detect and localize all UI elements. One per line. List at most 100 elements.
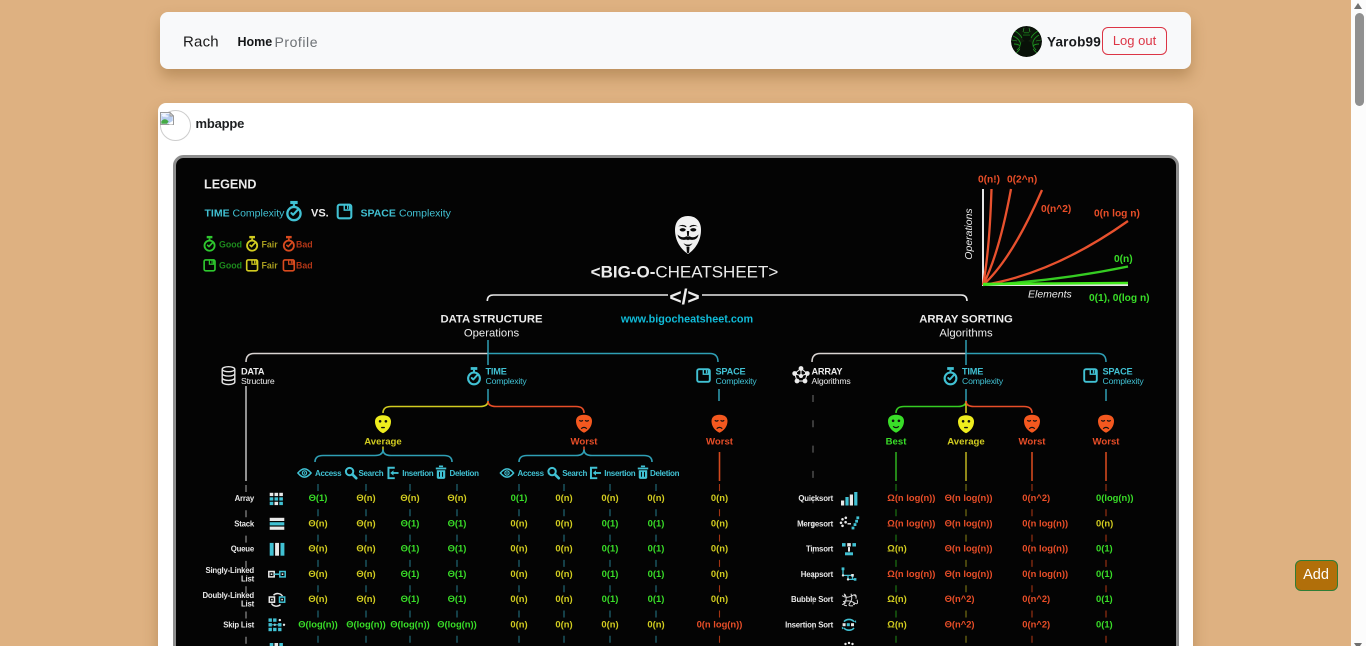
svg-text:Θ(1): Θ(1) [401, 543, 420, 554]
svg-text:Array: Array [235, 494, 255, 503]
svg-text:0(n): 0(n) [711, 568, 728, 579]
svg-text:Stack: Stack [234, 519, 255, 528]
svg-text:0(n): 0(n) [647, 492, 664, 503]
svg-text:0(n^2): 0(n^2) [1022, 619, 1050, 630]
svg-text:0(n log(n)): 0(n log(n)) [697, 619, 743, 630]
svg-text:0(1): 0(1) [602, 517, 619, 528]
svg-text:0(n): 0(n) [647, 619, 664, 630]
svg-text:0(1): 0(1) [602, 543, 619, 554]
svg-text:DATA STRUCTURE: DATA STRUCTURE [440, 314, 543, 326]
svg-text:Θ(n log(n)): Θ(n log(n)) [945, 517, 993, 528]
svg-text:Worst: Worst [706, 437, 734, 448]
svg-text:0(n): 0(n) [555, 619, 572, 630]
svg-text:Θ(log(n)): Θ(log(n)) [437, 619, 477, 630]
svg-text:Quicksort: Quicksort [798, 494, 833, 503]
svg-text:TIME: TIME [962, 367, 983, 377]
svg-text:Complexity: Complexity [486, 376, 528, 386]
svg-text:ARRAY SORTING: ARRAY SORTING [919, 314, 1013, 326]
svg-text:Algorithms: Algorithms [812, 376, 852, 386]
svg-text:Good: Good [219, 261, 242, 271]
svg-text:Complexity: Complexity [233, 208, 286, 220]
svg-text:Θ(n): Θ(n) [447, 492, 466, 503]
svg-text:Complexity: Complexity [962, 376, 1004, 386]
svg-text:SPACE: SPACE [716, 367, 746, 377]
svg-text:Bad: Bad [296, 240, 313, 250]
svg-text:www.bigocheatsheet.com: www.bigocheatsheet.com [620, 314, 753, 326]
svg-text:SPACE: SPACE [361, 208, 396, 220]
svg-text:Θ(n): Θ(n) [356, 568, 375, 579]
svg-text:Average: Average [364, 437, 402, 448]
svg-text:Operations: Operations [464, 328, 520, 340]
svg-text:Insertion: Insertion [604, 469, 635, 478]
svg-text:Worst: Worst [570, 437, 598, 448]
svg-text:List: List [241, 574, 255, 583]
svg-text:Ω(n): Ω(n) [887, 543, 907, 554]
svg-text:SPACE: SPACE [1103, 367, 1133, 377]
svg-text:Ω(n log(n)): Ω(n log(n)) [887, 517, 935, 528]
svg-text:Ω(n): Ω(n) [887, 619, 907, 630]
svg-text:Singly-Linked: Singly-Linked [205, 566, 254, 575]
svg-text:TIME: TIME [205, 208, 230, 220]
svg-text:0(n): 0(n) [601, 619, 618, 630]
svg-text:Insertion: Insertion [402, 469, 433, 478]
svg-text:0(2^n): 0(2^n) [1007, 175, 1037, 186]
svg-text:0(1): 0(1) [1096, 593, 1113, 604]
svg-text:Θ(n): Θ(n) [356, 593, 375, 604]
svg-text:Worst: Worst [1018, 437, 1046, 448]
svg-text:Θ(n log(n)): Θ(n log(n)) [945, 568, 993, 579]
svg-text:Complexity: Complexity [716, 376, 758, 386]
svg-text:0(1), 0(log n): 0(1), 0(log n) [1089, 293, 1150, 304]
svg-text:Θ(n^2): Θ(n^2) [945, 593, 975, 604]
svg-text:0(n log n): 0(n log n) [1094, 209, 1140, 220]
svg-text:Timsort: Timsort [806, 545, 834, 554]
svg-text:Θ(log(n)): Θ(log(n)) [298, 619, 338, 630]
svg-text:0(n): 0(n) [555, 568, 572, 579]
svg-text:Queue: Queue [231, 545, 255, 554]
svg-text:Average: Average [947, 437, 985, 448]
svg-text:List: List [241, 600, 255, 609]
svg-text:0(n): 0(n) [510, 568, 527, 579]
svg-text:Bubble Sort: Bubble Sort [791, 595, 834, 604]
svg-text:0(n log(n)): 0(n log(n)) [1022, 517, 1068, 528]
svg-text:Access: Access [315, 469, 342, 478]
svg-text:Θ(1): Θ(1) [448, 543, 467, 554]
svg-text:Θ(1): Θ(1) [401, 568, 420, 579]
svg-text:Θ(1): Θ(1) [401, 593, 420, 604]
svg-text:DATA: DATA [241, 367, 265, 377]
svg-text:Θ(n): Θ(n) [308, 593, 327, 604]
svg-text:Ω(n log(n)): Ω(n log(n)) [887, 568, 935, 579]
svg-text:0(n): 0(n) [510, 619, 527, 630]
svg-text:Complexity: Complexity [1103, 376, 1145, 386]
svg-text:0(1): 0(1) [1096, 543, 1113, 554]
svg-text:0(n^2): 0(n^2) [1022, 593, 1050, 604]
svg-text:Θ(n): Θ(n) [308, 543, 327, 554]
svg-text:0(1): 0(1) [648, 543, 665, 554]
svg-text:Deletion: Deletion [450, 469, 480, 478]
svg-text:<BIG-O-CHEATSHEET>: <BIG-O-CHEATSHEET> [591, 263, 779, 282]
svg-text:Operations: Operations [963, 208, 975, 260]
svg-text:Good: Good [219, 240, 242, 250]
svg-text:Heapsort: Heapsort [801, 570, 834, 579]
svg-text:0(n): 0(n) [711, 517, 728, 528]
svg-text:Θ(n^2): Θ(n^2) [945, 619, 975, 630]
svg-text:Access: Access [518, 469, 545, 478]
svg-text:Θ(n): Θ(n) [308, 517, 327, 528]
svg-text:VS.: VS. [311, 208, 329, 220]
svg-text:Θ(n log(n)): Θ(n log(n)) [945, 543, 993, 554]
svg-text:Θ(1): Θ(1) [309, 492, 328, 503]
svg-text:Bad: Bad [296, 261, 313, 271]
svg-text:Θ(n log(n)): Θ(n log(n)) [945, 492, 993, 503]
svg-text:0(1): 0(1) [511, 492, 528, 503]
svg-text:0(log(n)): 0(log(n)) [1096, 492, 1134, 503]
svg-text:Θ(log(n)): Θ(log(n)) [390, 619, 430, 630]
svg-text:Worst: Worst [1092, 437, 1120, 448]
svg-text:0(1): 0(1) [1096, 619, 1113, 630]
svg-text:Search: Search [359, 469, 384, 478]
svg-text:0(n): 0(n) [711, 543, 728, 554]
svg-text:ARRAY: ARRAY [812, 367, 843, 377]
svg-text:Structure: Structure [241, 376, 275, 386]
svg-text:Θ(n): Θ(n) [400, 492, 419, 503]
svg-text:Θ(n): Θ(n) [356, 517, 375, 528]
svg-text:0(n^2): 0(n^2) [1041, 204, 1071, 215]
svg-text:0(n): 0(n) [555, 543, 572, 554]
